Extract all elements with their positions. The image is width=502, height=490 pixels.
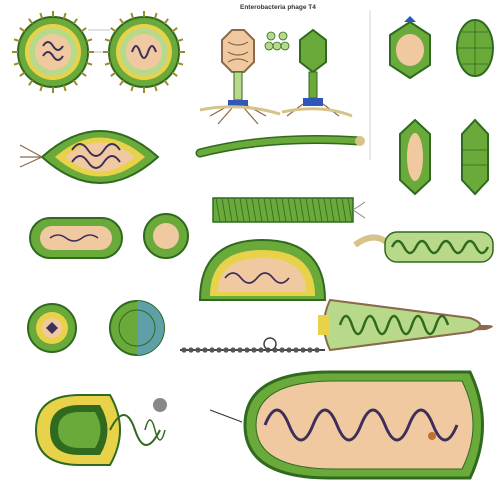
nucleosome-bead xyxy=(251,347,256,352)
spike xyxy=(40,85,42,91)
spike xyxy=(81,28,86,32)
nucleosome-bead xyxy=(300,347,305,352)
nucleosome-bead xyxy=(286,347,291,352)
virion-icon xyxy=(12,11,94,93)
spike xyxy=(177,63,183,65)
spiral-virus-panel xyxy=(318,232,493,350)
nucleosome-bead xyxy=(307,347,312,352)
spike xyxy=(177,39,183,41)
spike xyxy=(86,39,92,41)
right-virions xyxy=(400,120,488,194)
spike xyxy=(14,39,20,41)
nucleosome-bead xyxy=(181,347,186,352)
nucleosome-bead xyxy=(293,347,298,352)
virion-icon xyxy=(110,301,164,355)
spike xyxy=(155,85,157,91)
nucleosome-bead xyxy=(188,347,193,352)
nucleosome-bead xyxy=(258,347,263,352)
spike xyxy=(165,19,169,24)
spike xyxy=(131,13,133,19)
helical-rod-panel xyxy=(200,136,365,222)
spike xyxy=(155,13,157,19)
nucleosome-bead xyxy=(244,347,249,352)
bacteriophage-icon xyxy=(282,30,352,116)
spike xyxy=(120,19,124,24)
large-spindle-panel xyxy=(210,372,483,478)
spike xyxy=(64,85,66,91)
bacilliform-virus-panel xyxy=(200,240,325,300)
spike xyxy=(120,80,124,85)
cutaway-virus-panel xyxy=(28,301,164,355)
spike xyxy=(105,63,111,65)
spike xyxy=(74,80,78,85)
spike xyxy=(111,73,116,77)
spike xyxy=(14,63,20,65)
spike xyxy=(20,28,25,32)
nucleosome-bead xyxy=(202,347,207,352)
spike xyxy=(105,39,111,41)
dna-strand-panel xyxy=(180,338,325,353)
spike xyxy=(29,19,33,24)
nucleosome-bead xyxy=(209,347,214,352)
panel-title: Enterobacteria phage T4 xyxy=(240,4,316,11)
nucleosome-bead xyxy=(216,347,221,352)
nucleosome-bead xyxy=(237,347,242,352)
icosahedral-virus-icon xyxy=(457,20,493,76)
dumbbell-virus-panel xyxy=(30,214,188,258)
bottle-virus-panel xyxy=(36,395,167,465)
nucleosome-bead xyxy=(314,347,319,352)
nucleosome-bead xyxy=(195,347,200,352)
spike xyxy=(165,80,169,85)
virion-icon xyxy=(28,304,76,352)
capsid-cross-section xyxy=(265,32,289,50)
helical-virus-icon xyxy=(213,198,365,222)
nucleosome-bead xyxy=(223,347,228,352)
spike xyxy=(172,28,177,32)
spike xyxy=(64,13,66,19)
spike xyxy=(111,28,116,32)
spike xyxy=(131,85,133,91)
nucleosome-bead xyxy=(279,347,284,352)
icosahedral-virus-icon xyxy=(390,16,430,78)
spike xyxy=(81,73,86,77)
spike xyxy=(86,63,92,65)
spherical-virions-panel xyxy=(12,11,185,93)
spike xyxy=(40,13,42,19)
spike xyxy=(29,80,33,85)
top-right-virions xyxy=(390,16,493,78)
spike xyxy=(20,73,25,77)
spike xyxy=(172,73,177,77)
virion-icon xyxy=(103,11,185,93)
helical-virus-icon xyxy=(200,136,365,153)
spike xyxy=(74,19,78,24)
spindle-virus-panel xyxy=(20,131,158,183)
nucleosome-bead xyxy=(230,347,235,352)
